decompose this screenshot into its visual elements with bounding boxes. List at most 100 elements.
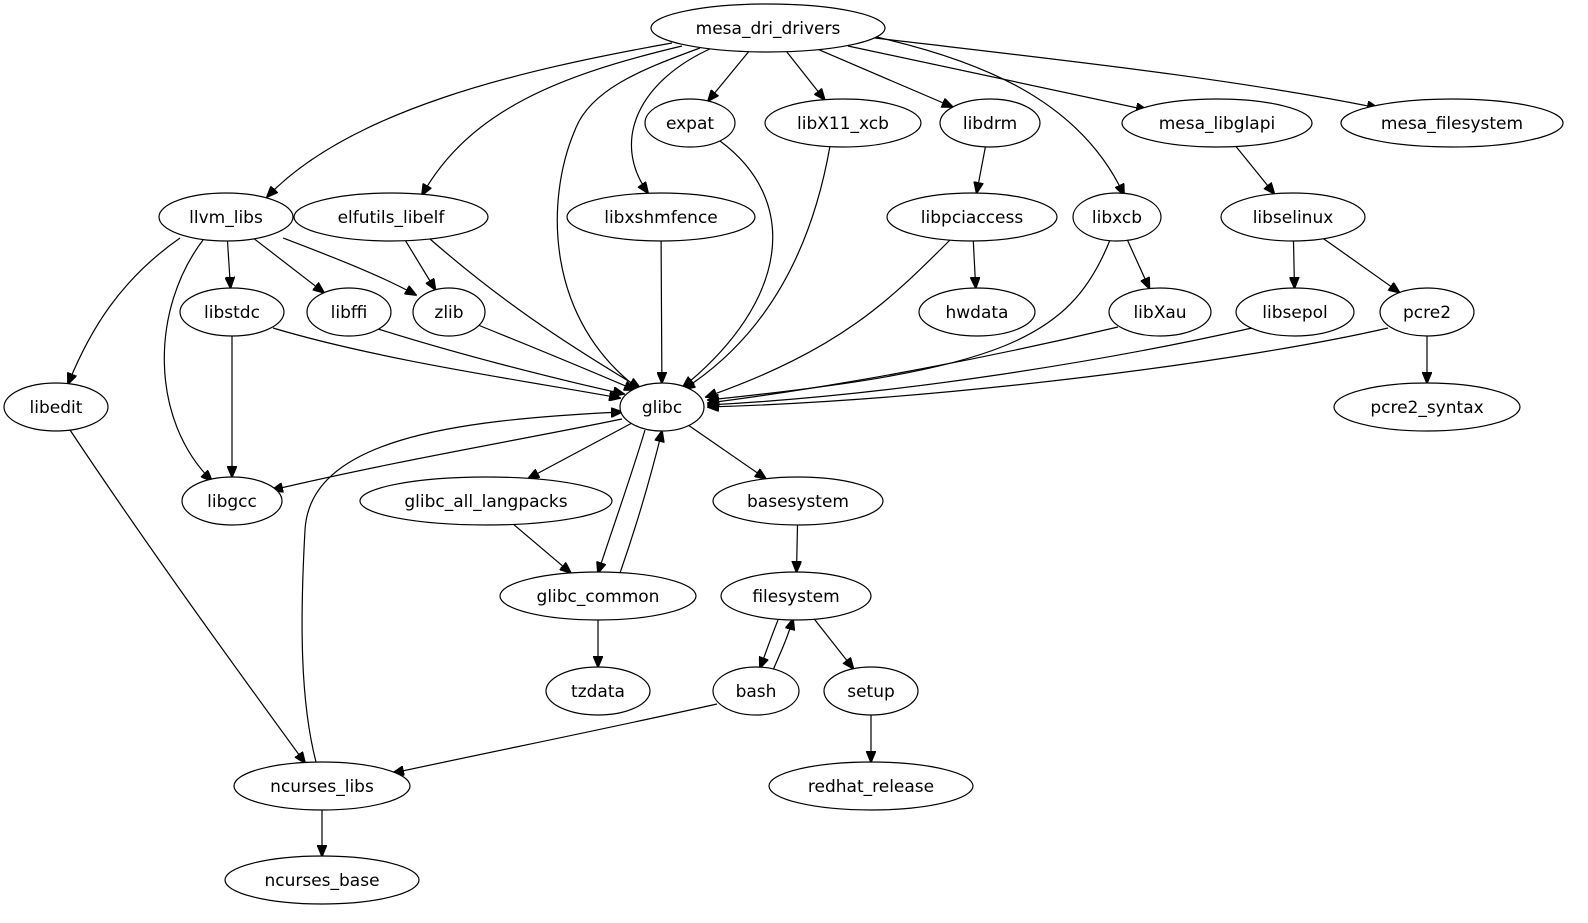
edge-basesystem-to-filesystem (797, 524, 798, 572)
edges-layer (68, 35, 1427, 856)
node-label-glibc: glibc (642, 398, 682, 418)
node-basesystem: basesystem (712, 476, 884, 526)
edge-ncurses_libs-to-glibc (301, 412, 622, 763)
edge-glibc-to-basesystem (688, 425, 766, 479)
node-libgcc: libgcc (181, 476, 283, 526)
edge-libpciaccess-to-hwdata (973, 240, 975, 288)
node-mesa_libglapi: mesa_libglapi (1121, 98, 1313, 148)
node-shape-libffi (306, 287, 392, 337)
edge-llvm_libs-to-libffi (253, 238, 324, 293)
node-libstdc: libstdc (179, 287, 285, 337)
edge-libsepol-to-glibc (708, 327, 1253, 405)
node-shape-libpciaccess (886, 192, 1058, 242)
node-libedit: libedit (3, 382, 109, 432)
node-label-ncurses_base: ncurses_base (264, 871, 379, 891)
node-shape-redhat_release (768, 761, 974, 811)
edge-libselinux-to-pcre2 (1323, 238, 1400, 293)
node-shape-filesystem (720, 571, 872, 621)
edge-mesa_dri_drivers-to-glibc (556, 47, 701, 390)
node-label-bash: bash (736, 682, 777, 702)
edge-glibc_common-to-glibc (619, 431, 662, 574)
node-libdrm: libdrm (939, 98, 1041, 148)
edge-mesa_dri_drivers-to-expat (708, 51, 750, 101)
node-shape-libxcb (1072, 192, 1162, 242)
edge-mesa_dri_drivers-to-libdrm (818, 49, 953, 107)
edge-mesa_dri_drivers-to-libxcb (871, 35, 1124, 195)
node-tzdata: tzdata (545, 666, 651, 716)
node-bash: bash (712, 666, 800, 716)
node-libX11_xcb: libX11_xcb (764, 98, 922, 148)
edge-elfutils_libelf-to-zlib (404, 240, 436, 290)
edge-libxshmfence-to-glibc (661, 240, 662, 383)
node-shape-pcre2_syntax (1333, 382, 1521, 432)
node-shape-libselinux (1220, 192, 1366, 242)
node-pcre2_syntax: pcre2_syntax (1333, 382, 1521, 432)
node-shape-pcre2 (1379, 287, 1475, 337)
node-label-filesystem: filesystem (752, 587, 839, 607)
node-shape-zlib (412, 287, 486, 337)
edge-pcre2-to-glibc (708, 327, 1389, 407)
node-libxshmfence: libxshmfence (566, 192, 756, 242)
node-zlib: zlib (412, 287, 486, 337)
node-expat: expat (644, 98, 736, 148)
edge-llvm_libs-to-libedit (68, 237, 181, 384)
node-shape-libgcc (181, 476, 283, 526)
node-label-libXau: libXau (1133, 303, 1186, 323)
node-label-libdrm: libdrm (963, 114, 1017, 134)
node-label-glibc_all_langpacks: glibc_all_langpacks (404, 492, 567, 512)
node-libsepol: libsepol (1235, 287, 1355, 337)
node-elfutils_libelf: elfutils_libelf (293, 192, 489, 242)
node-shape-libedit (3, 382, 109, 432)
node-shape-mesa_dri_drivers (650, 3, 886, 53)
node-mesa_dri_drivers: mesa_dri_drivers (650, 3, 886, 53)
node-shape-libdrm (939, 98, 1041, 148)
edge-glibc_all_langpacks-to-glibc_common (513, 523, 571, 573)
node-shape-tzdata (545, 666, 651, 716)
node-label-libgcc: libgcc (207, 492, 257, 512)
edge-libpciaccess-to-glibc (706, 239, 951, 397)
node-label-pcre2: pcre2 (1403, 303, 1451, 323)
edge-bash-to-filesystem (772, 619, 793, 671)
node-shape-libXau (1108, 287, 1212, 337)
node-label-expat: expat (666, 114, 714, 134)
node-label-mesa_libglapi: mesa_libglapi (1159, 114, 1275, 134)
edge-llvm_libs-to-libstdc (228, 240, 231, 288)
edge-libxcb-to-libXau (1126, 240, 1150, 288)
edge-libedit-to-ncurses_libs (69, 429, 305, 763)
node-label-pcre2_syntax: pcre2_syntax (1370, 398, 1483, 418)
node-label-hwdata: hwdata (946, 303, 1009, 323)
node-label-libselinux: libselinux (1253, 208, 1334, 228)
node-label-elfutils_libelf: elfutils_libelf (338, 208, 446, 228)
edge-libdrm-to-libpciaccess (977, 146, 986, 193)
node-filesystem: filesystem (720, 571, 872, 621)
node-libXau: libXau (1108, 287, 1212, 337)
node-label-mesa_filesystem: mesa_filesystem (1381, 114, 1523, 134)
edge-libX11_xcb-to-glibc (684, 145, 831, 389)
edge-libxcb-to-glibc (708, 239, 1111, 400)
node-label-libxshmfence: libxshmfence (604, 208, 718, 228)
edge-filesystem-to-bash (760, 619, 779, 668)
edge-bash-to-ncurses_libs (393, 703, 718, 773)
edge-mesa_libglapi-to-libselinux (1235, 146, 1274, 194)
node-hwdata: hwdata (918, 287, 1036, 337)
node-label-llvm_libs: llvm_libs (189, 208, 263, 228)
node-glibc_all_langpacks: glibc_all_langpacks (359, 476, 613, 526)
node-label-zlib: zlib (434, 303, 463, 323)
node-redhat_release: redhat_release (768, 761, 974, 811)
edge-expat-to-glibc (683, 140, 774, 387)
edge-elfutils_libelf-to-glibc (429, 238, 640, 388)
edge-filesystem-to-setup (813, 618, 853, 668)
node-shape-elfutils_libelf (293, 192, 489, 242)
node-label-libsepol: libsepol (1262, 303, 1327, 323)
node-libffi: libffi (306, 287, 392, 337)
edge-libXau-to-glibc (708, 326, 1119, 403)
node-label-setup: setup (847, 682, 895, 702)
node-label-libpciaccess: libpciaccess (921, 208, 1024, 228)
edge-llvm_libs-to-zlib (282, 237, 416, 295)
edge-mesa_dri_drivers-to-libX11_xcb (786, 51, 825, 100)
edge-mesa_dri_drivers-to-llvm_libs (267, 42, 673, 197)
node-glibc: glibc (619, 382, 705, 432)
node-label-redhat_release: redhat_release (808, 777, 934, 797)
node-label-libedit: libedit (30, 398, 83, 418)
